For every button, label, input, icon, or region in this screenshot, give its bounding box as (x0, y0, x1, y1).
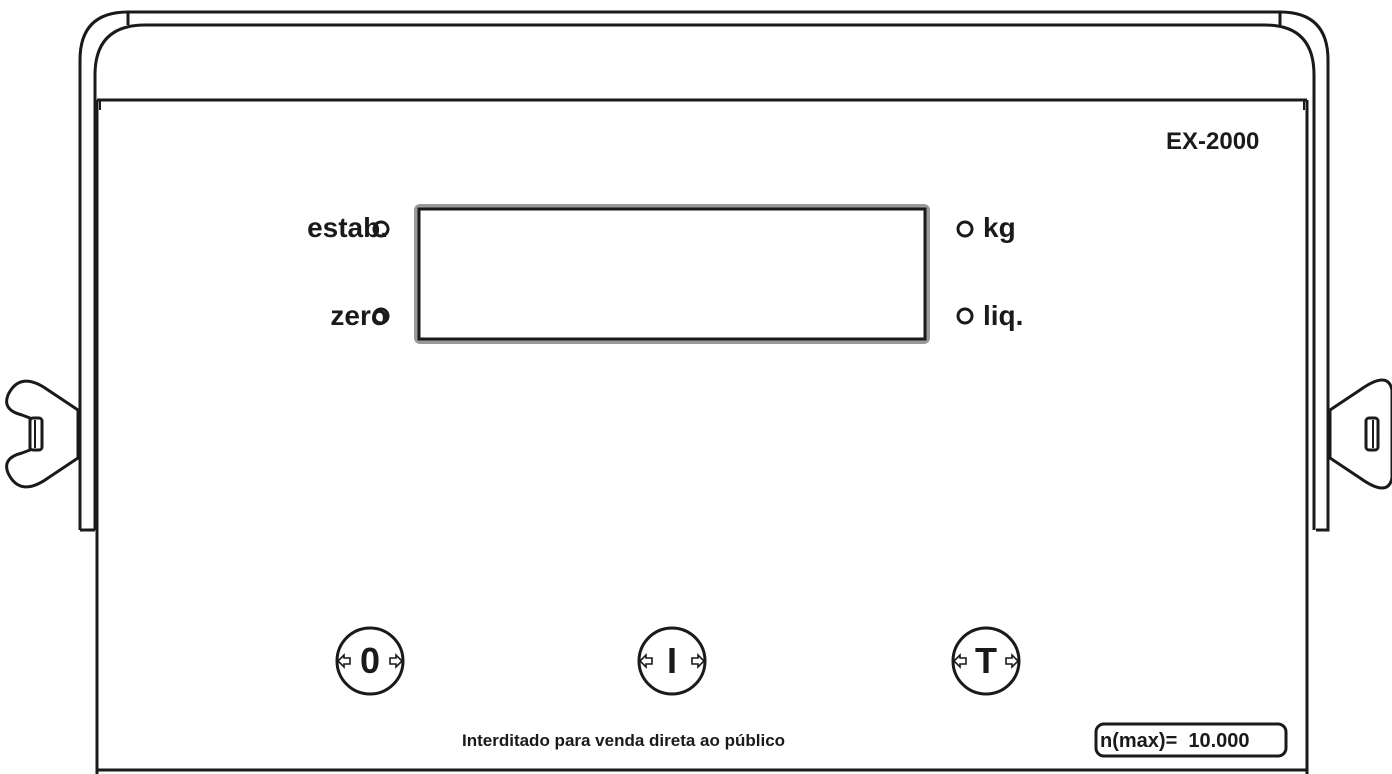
housing-bracket (78, 10, 1330, 532)
model-label: EX-2000 (1166, 128, 1260, 155)
print-key-button[interactable] (637, 626, 707, 696)
net-indicator-label: liq. (983, 300, 1024, 331)
kg-indicator-label: kg (983, 212, 1016, 243)
capacity-label: n(max)= 10.000 (1100, 730, 1250, 752)
zero-key-button[interactable] (335, 626, 405, 696)
left-wing-nut-icon[interactable] (5, 379, 80, 489)
tare-key-symbol[interactable]: T (975, 640, 997, 681)
right-wing-nut-icon[interactable] (1328, 378, 1392, 490)
public-sale-notice: Interditado para venda direta ao público (462, 731, 786, 750)
weight-display (414, 204, 930, 344)
print-key-symbol[interactable]: I (666, 640, 677, 681)
zero-key-symbol[interactable]: 0 (359, 640, 381, 681)
zero-led-icon (372, 307, 390, 325)
stable-indicator-label: estab. (307, 212, 388, 243)
stable-led-icon (372, 220, 390, 238)
capacity-box (1094, 722, 1288, 758)
front-panel (95, 98, 1309, 774)
zero-indicator-label: zero (330, 300, 388, 331)
tare-key-button[interactable] (951, 626, 1021, 696)
net-led-icon (956, 307, 974, 325)
kg-led-icon (956, 220, 974, 238)
